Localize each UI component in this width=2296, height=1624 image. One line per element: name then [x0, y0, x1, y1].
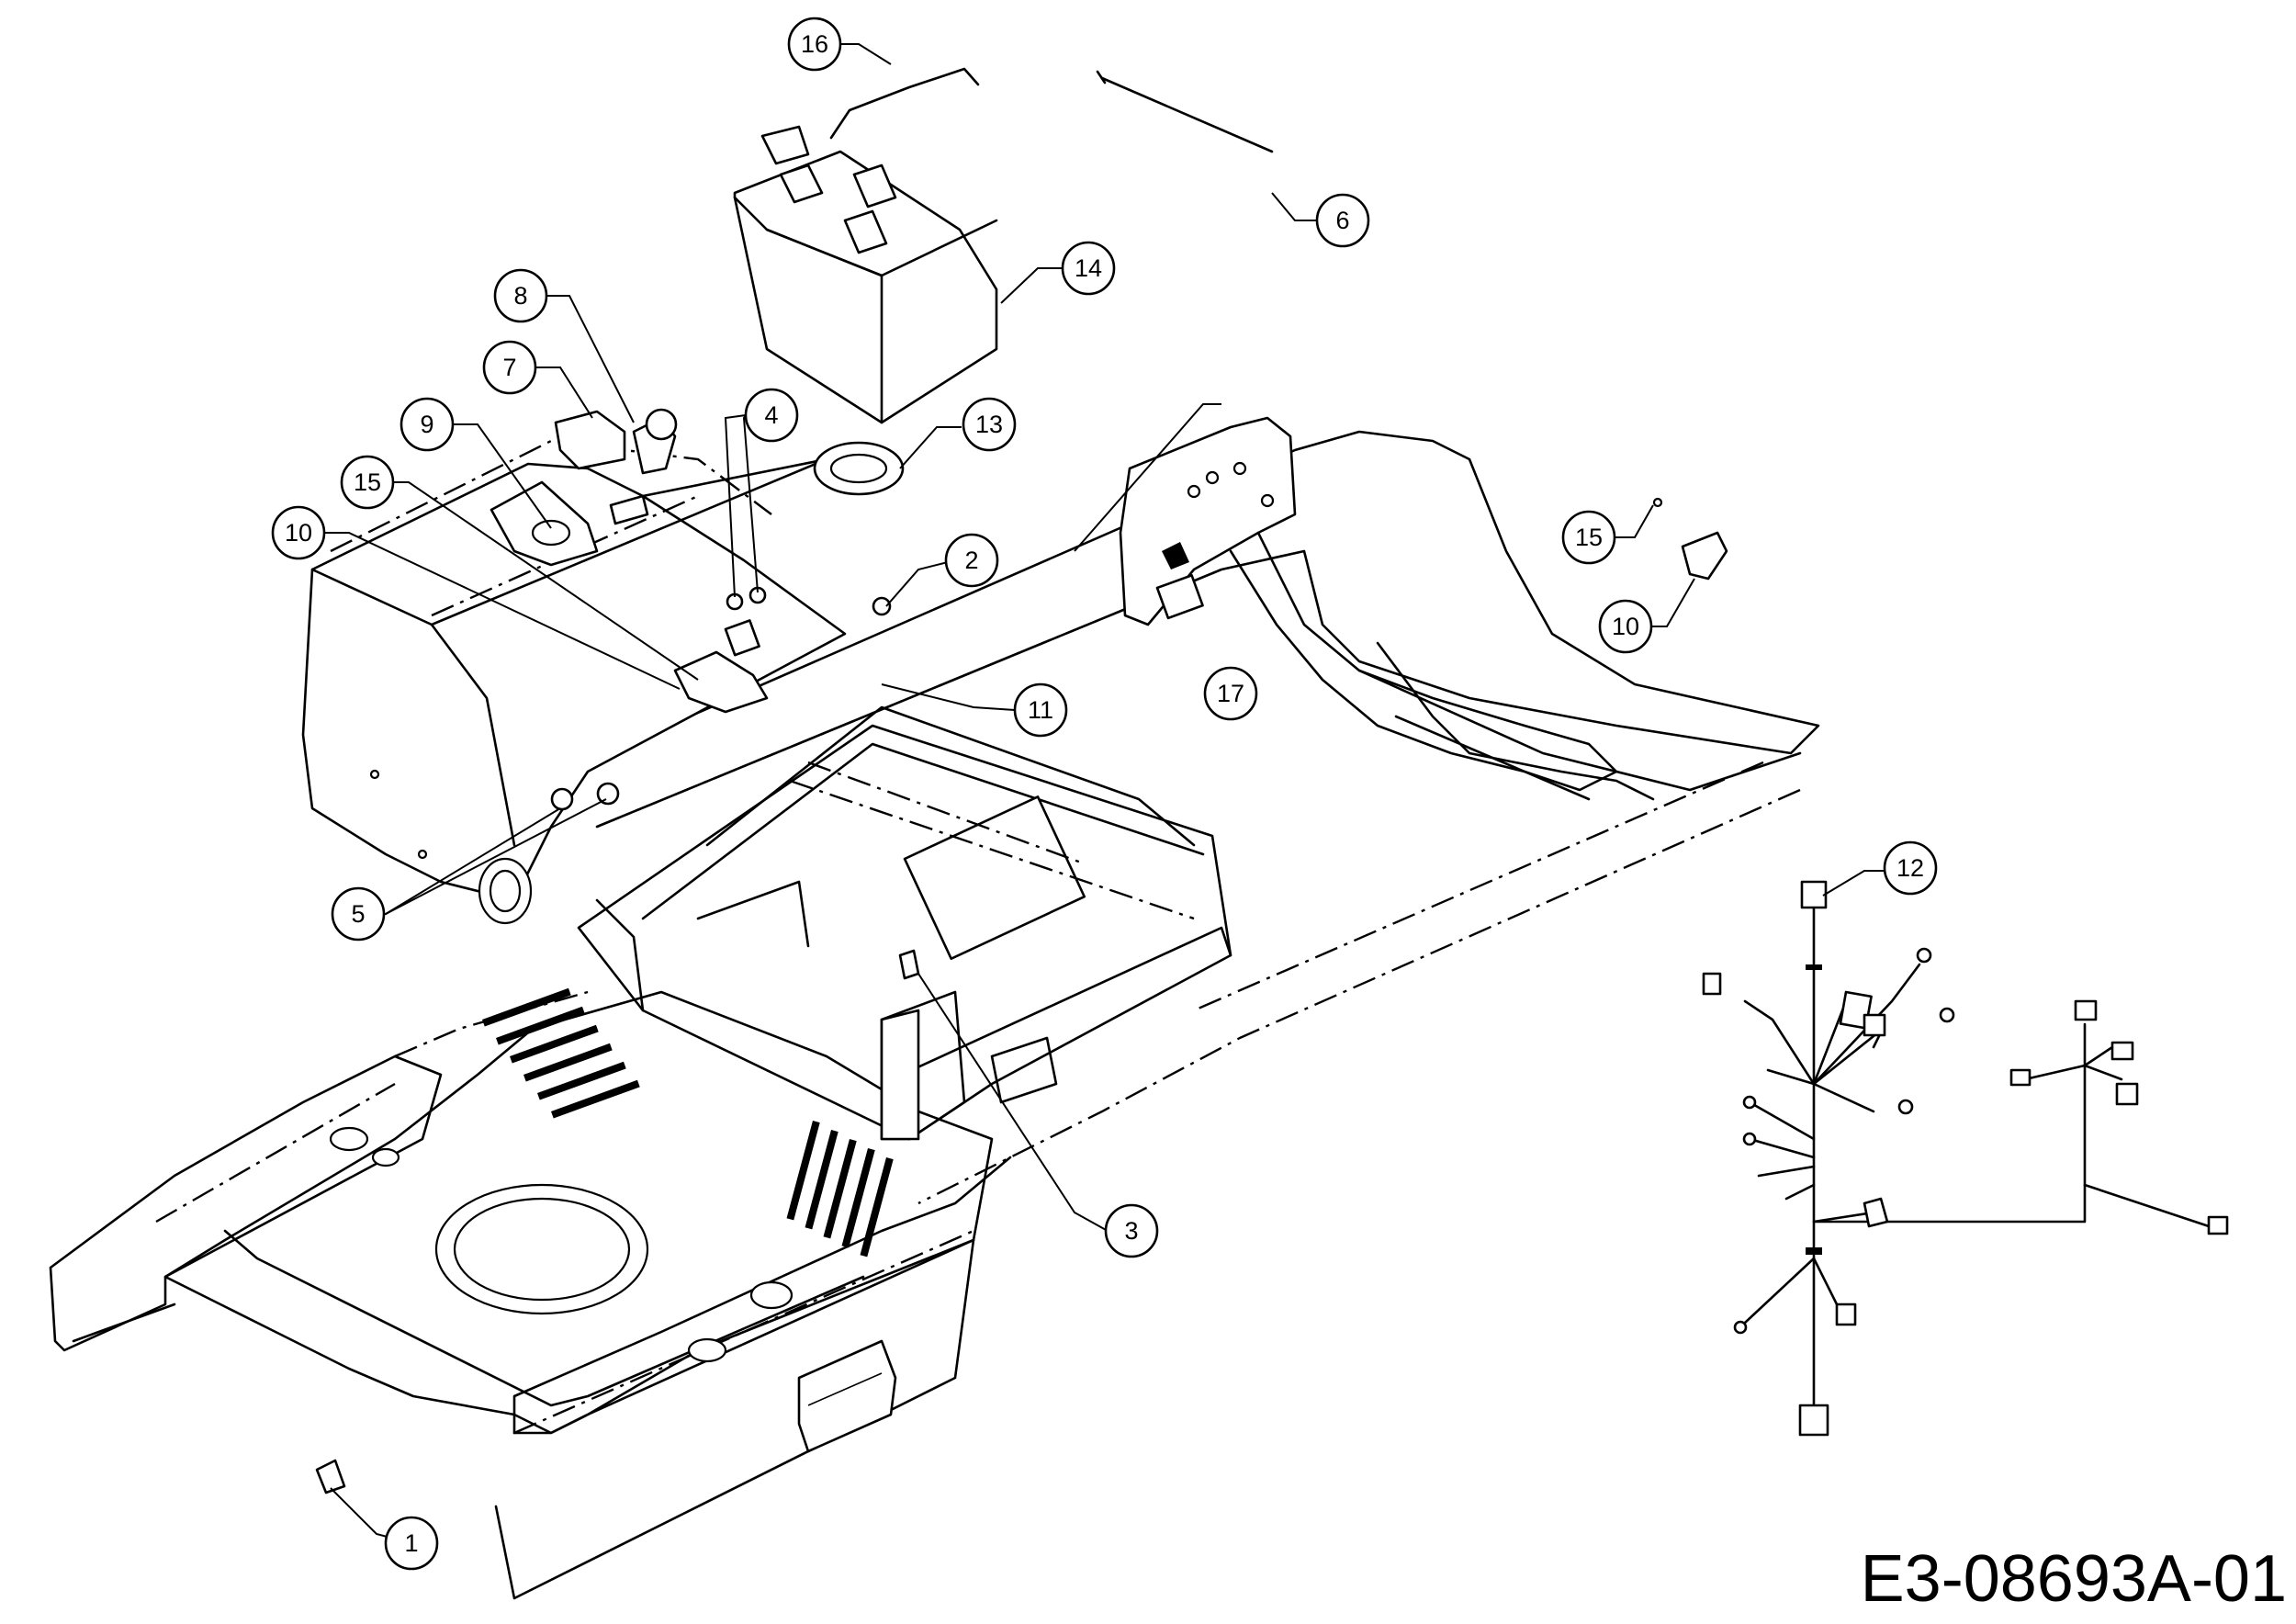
frame-tower [577, 705, 1232, 1141]
svg-text:11: 11 [1028, 696, 1053, 724]
svg-text:2: 2 [964, 547, 978, 574]
svg-text:4: 4 [764, 401, 778, 429]
svg-text:17: 17 [1217, 680, 1244, 707]
callout-4: 4 [744, 388, 799, 443]
svg-text:5: 5 [351, 900, 365, 928]
vent-slots [481, 987, 894, 1257]
svg-text:14: 14 [1075, 254, 1102, 282]
battery [733, 67, 998, 424]
svg-text:16: 16 [801, 30, 828, 58]
callout-1: 1 [384, 1516, 439, 1571]
svg-text:15: 15 [354, 468, 381, 496]
callout-9: 9 [400, 397, 455, 452]
callout-2: 2 [944, 533, 999, 588]
svg-text:10: 10 [1612, 613, 1639, 640]
callout-10b: 10 [1598, 599, 1653, 654]
callout-8: 8 [493, 268, 548, 323]
svg-text:9: 9 [420, 411, 433, 438]
svg-text:10: 10 [285, 519, 312, 547]
svg-text:3: 3 [1124, 1217, 1138, 1245]
callout-16: 16 [787, 17, 842, 72]
svg-text:6: 6 [1335, 207, 1349, 234]
floor-plate [163, 987, 994, 1453]
callout-10: 10 [271, 505, 326, 560]
svg-text:12: 12 [1896, 854, 1924, 882]
rear-frame [1119, 416, 1802, 801]
callout-5: 5 [331, 886, 386, 942]
drawing-number: E3-08693A-01 [1860, 1542, 2287, 1616]
svg-text:13: 13 [975, 411, 1003, 438]
callout-14: 14 [1061, 241, 1116, 296]
callout-3: 3 [1104, 1203, 1159, 1258]
svg-text:8: 8 [513, 282, 527, 310]
control-components [490, 408, 678, 567]
callout-12: 12 [1883, 840, 1938, 896]
callouts: 1 2 3 4 5 6 7 8 [271, 17, 1938, 1571]
callout-11: 11 [1013, 682, 1068, 738]
svg-text:15: 15 [1575, 524, 1603, 551]
small-parts [315, 70, 1728, 1494]
callout-15b: 15 [1561, 510, 1616, 565]
wiring-harness [1702, 880, 2229, 1437]
callout-17: 17 [1203, 666, 1258, 721]
callout-6: 6 [1315, 193, 1370, 248]
svg-text:1: 1 [404, 1529, 418, 1557]
svg-text:7: 7 [502, 354, 516, 381]
callout-15: 15 [340, 455, 395, 510]
callout-7: 7 [482, 340, 537, 395]
callout-13: 13 [962, 397, 1017, 452]
